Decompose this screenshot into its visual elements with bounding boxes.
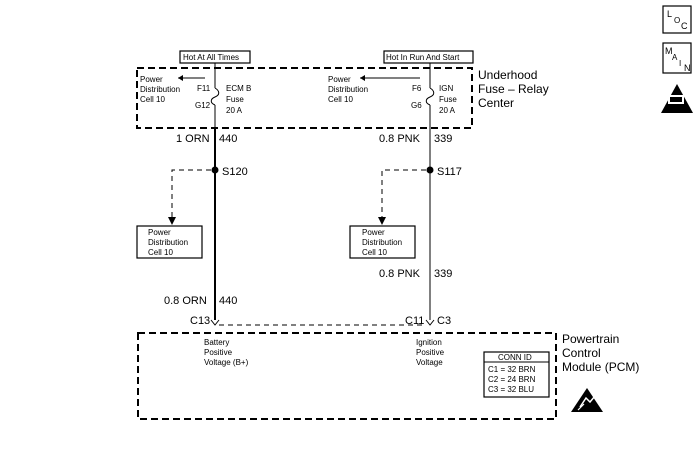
pcm-left-desc-line-1: Battery <box>204 338 229 347</box>
main-letter-2: A <box>672 53 678 62</box>
left-pd-line-2: Distribution <box>140 85 180 94</box>
pcm-title-line-3: Module (PCM) <box>562 360 639 374</box>
left-fuse-symbol <box>210 87 220 106</box>
left-bottom-wire-circuit: 440 <box>219 295 237 307</box>
right-pd-line-1: Power <box>328 75 351 84</box>
left-pin-bottom: G12 <box>195 101 211 110</box>
pcm-right-desc-line-2: Positive <box>416 348 445 357</box>
main-letter-1: M <box>665 46 673 56</box>
loc-nav-button[interactable]: L O C <box>662 5 692 34</box>
esd-warning-icon <box>571 388 603 412</box>
left-pd-ref-box[interactable] <box>136 225 203 259</box>
underhood-title-line-1: Underhood <box>478 68 537 82</box>
left-pd-line-3: Cell 10 <box>140 95 165 104</box>
right-pd-line-3: Cell 10 <box>328 95 353 104</box>
left-top-wire-circuit: 440 <box>219 133 237 145</box>
main-letter-3: I <box>679 59 681 68</box>
pcm-box <box>137 332 557 420</box>
right-pd-line-2: Distribution <box>328 85 368 94</box>
pcm-pin-c11: C11 <box>405 315 424 327</box>
right-top-wire-circuit: 339 <box>434 133 452 145</box>
left-top-wire-gauge: 1 ORN <box>176 133 210 145</box>
conn-id-row-1: C1 = 32 BRN <box>488 365 536 374</box>
obd-ii-icon[interactable]: OBD II <box>661 84 693 113</box>
underhood-title-line-2: Fuse – Relay <box>478 82 549 96</box>
hot-in-run-start-label-box <box>383 50 474 64</box>
underhood-fuse-relay-box <box>136 67 473 129</box>
left-splice-branch <box>171 169 211 222</box>
splice-s117-label: S117 <box>437 166 462 178</box>
right-bottom-wire-gauge: 0.8 PNK <box>379 268 421 280</box>
right-pd-ref-line-3: Cell 10 <box>362 248 387 257</box>
right-fuse-line-1: IGN <box>439 84 453 93</box>
right-pin-top: F6 <box>412 84 422 93</box>
obd-label: OBD II <box>666 107 681 113</box>
splice-s120-label: S120 <box>222 166 248 178</box>
left-pd-ref-line-1: Power <box>148 228 171 237</box>
right-pd-ref-line-1: Power <box>362 228 385 237</box>
hot-in-run-start-label: Hot In Run And Start <box>386 53 460 62</box>
pcm-title-line-2: Control <box>562 346 601 360</box>
splice-s120-dot <box>211 166 219 174</box>
pcm-right-desc-line-1: Ignition <box>416 338 442 347</box>
pcm-pin-c13: C13 <box>190 315 210 327</box>
pcm-left-desc-line-3: Voltage (B+) <box>204 358 249 367</box>
main-letter-4: N <box>684 63 691 73</box>
right-top-wire-gauge: 0.8 PNK <box>379 133 421 145</box>
left-fuse-line-2: Fuse <box>226 95 244 104</box>
conn-id-row-2: C2 = 24 BRN <box>488 375 536 384</box>
right-pin-bottom: G6 <box>411 101 422 110</box>
conn-id-header: CONN ID <box>498 353 532 362</box>
right-fuse-line-2: Fuse <box>439 95 457 104</box>
conn-id-row-3: C3 = 32 BLU <box>488 385 534 394</box>
right-pd-ref-box[interactable] <box>349 225 416 259</box>
right-fuse-symbol <box>425 87 435 106</box>
pcm-connector-c3: C3 <box>437 315 451 327</box>
underhood-title-line-3: Center <box>478 96 514 110</box>
loc-letter-3: C <box>681 21 688 31</box>
pcm-left-desc-line-2: Positive <box>204 348 233 357</box>
loc-letter-1: L <box>667 9 672 19</box>
hot-at-all-times-label: Hot At All Times <box>183 53 239 62</box>
left-fuse-line-3: 20 A <box>226 106 243 115</box>
right-bottom-wire-circuit: 339 <box>434 268 452 280</box>
left-pd-ref-line-3: Cell 10 <box>148 248 173 257</box>
left-pd-ref-line-2: Distribution <box>148 238 188 247</box>
right-splice-branch <box>381 169 426 222</box>
left-pd-line-1: Power <box>140 75 163 84</box>
loc-letter-2: O <box>674 16 680 25</box>
right-fuse-line-3: 20 A <box>439 106 456 115</box>
left-pin-top: F11 <box>197 84 211 93</box>
splice-s117-dot <box>426 166 434 174</box>
left-fuse-line-1: ECM B <box>226 84 251 93</box>
conn-id-table: CONN ID C1 = 32 BRN C2 = 24 BRN C3 = 32 … <box>483 351 550 398</box>
left-bottom-wire-gauge: 0.8 ORN <box>164 295 207 307</box>
right-pd-ref-line-2: Distribution <box>362 238 402 247</box>
pcm-right-desc-line-3: Voltage <box>416 358 443 367</box>
main-nav-button[interactable]: M A I N <box>662 42 692 74</box>
pcm-title-line-1: Powertrain <box>562 332 619 346</box>
